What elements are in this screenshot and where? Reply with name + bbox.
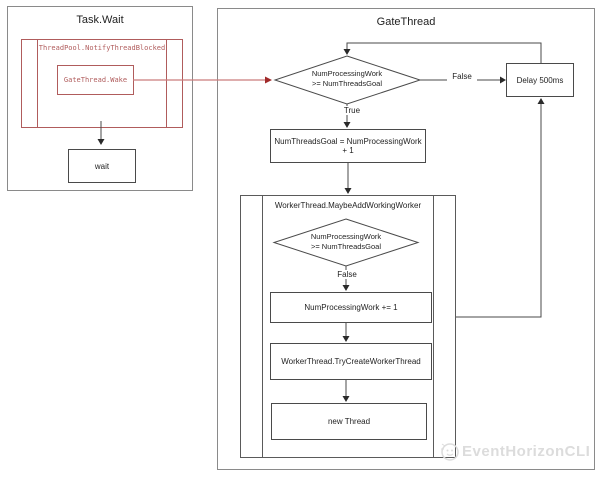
maybe-add-worker-title: WorkerThread.MaybeAddWorkingWorker (274, 201, 422, 210)
gate-thread-title: GateThread (376, 16, 436, 28)
wait-label: wait (94, 161, 110, 171)
subprocess-left-bar (262, 196, 263, 457)
increment-box: NumProcessingWork += 1 (270, 292, 432, 323)
watermark-text: EventHorizonCLI (462, 442, 591, 460)
subprocess-right-bar (166, 40, 167, 127)
decision1-label: NumProcessingWork >= NumThreadsGoal (311, 69, 383, 89)
set-goal-label: NumThreadsGoal = NumProcessingWork + 1 (274, 137, 422, 155)
notify-thread-blocked-label: ThreadPool.NotifyThreadBlocked (38, 44, 166, 52)
increment-label: NumProcessingWork += 1 (304, 303, 398, 312)
delay-label: Delay 500ms (516, 75, 564, 85)
subprocess-left-bar (37, 40, 38, 127)
wait-box: wait (68, 149, 136, 183)
gatethread-wake-label: GateThread.Wake (63, 76, 128, 84)
watermark: EventHorizonCLI (438, 440, 590, 462)
false-edge-label: False (447, 72, 477, 81)
watermark-logo-icon (441, 443, 459, 461)
try-create-box: WorkerThread.TryCreateWorkerThread (270, 343, 432, 380)
delay-box: Delay 500ms (506, 63, 574, 97)
gatethread-wake-box: GateThread.Wake (57, 65, 134, 95)
set-goal-box: NumThreadsGoal = NumProcessingWork + 1 (270, 129, 426, 163)
try-create-label: WorkerThread.TryCreateWorkerThread (281, 357, 421, 366)
task-wait-title: Task.Wait (76, 14, 124, 26)
decision2-label: NumProcessingWork >= NumThreadsGoal (310, 232, 382, 252)
true-edge-label: True (338, 106, 366, 115)
false2-edge-label: False (332, 270, 362, 279)
task-wait-container: Task.Wait ThreadPool.NotifyThreadBlocked… (7, 6, 193, 191)
new-thread-label: new Thread (327, 417, 371, 426)
subprocess-right-bar (433, 196, 434, 457)
new-thread-box: new Thread (271, 403, 427, 440)
